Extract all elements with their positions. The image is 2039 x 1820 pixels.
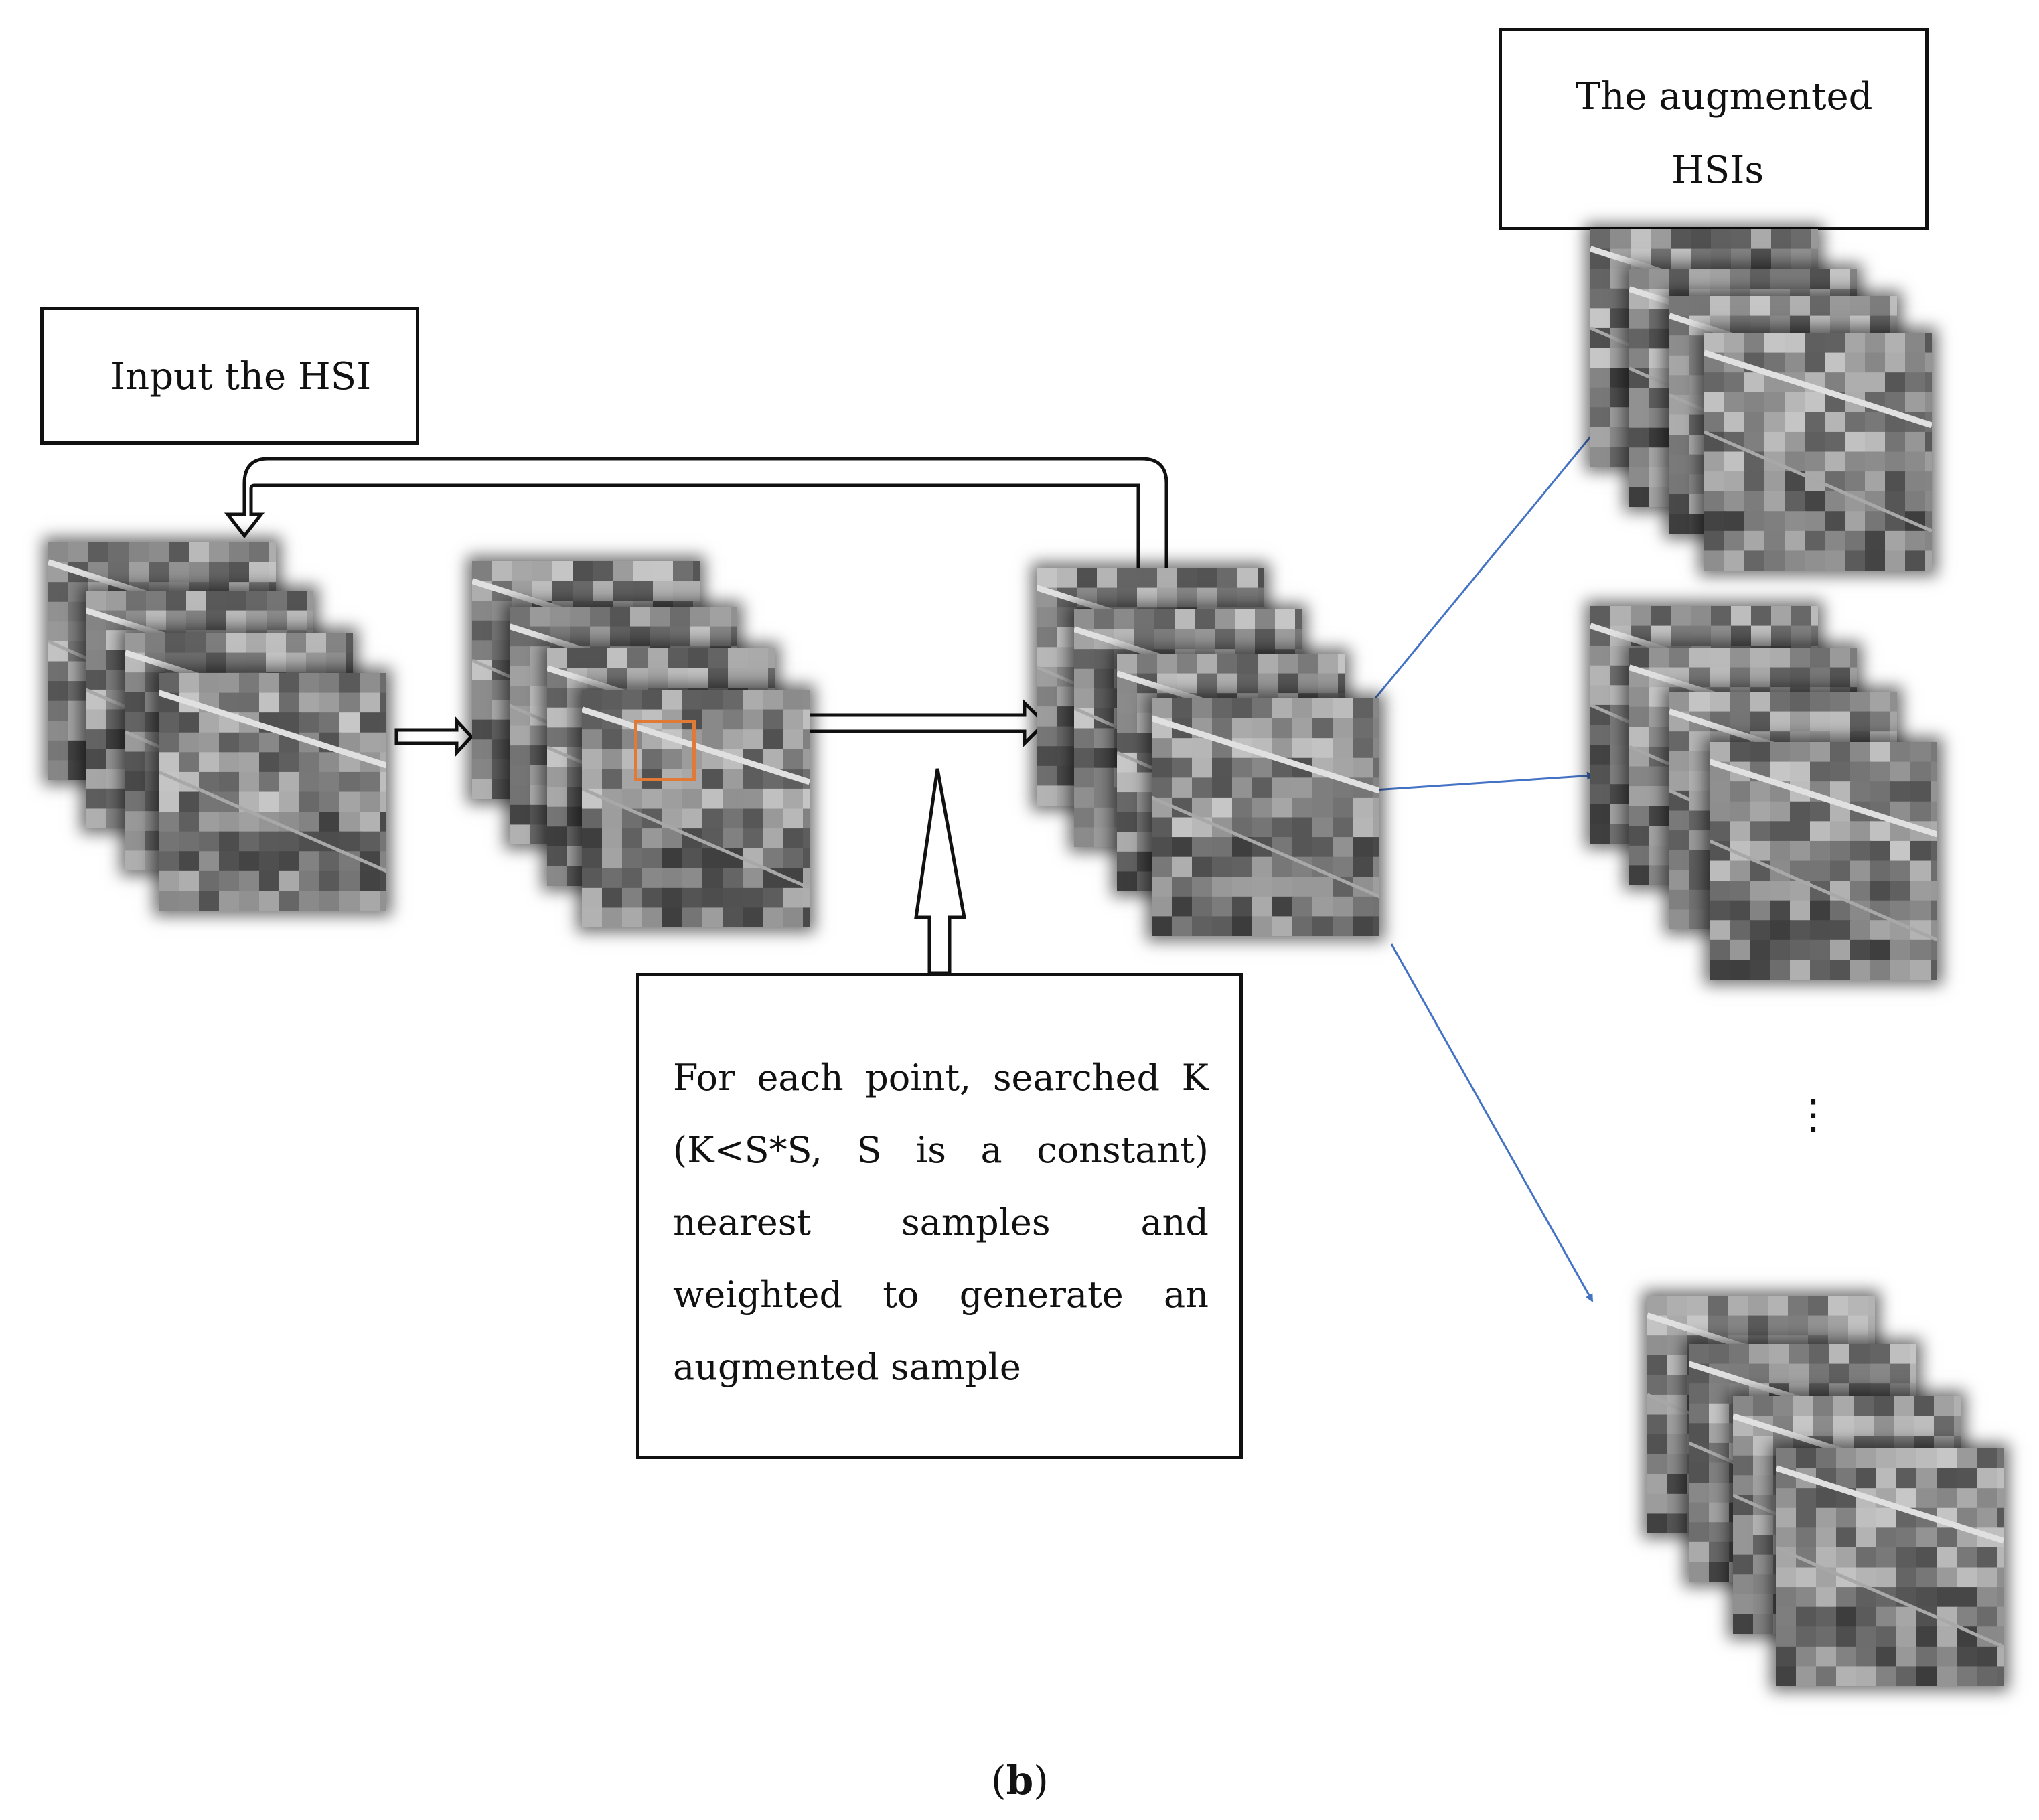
small-right-arrow [394,716,474,757]
hsi-texture [1710,742,1937,980]
hsi-texture [1704,333,1932,571]
hsi-band-image [1776,1448,2004,1686]
augmented-hsis-label-line1: The augmented [1576,75,1873,119]
caption-close-paren: ) [1033,1758,1049,1803]
blue-arrow-middle [1373,771,1595,791]
hsi-band-image [582,690,810,927]
loop-back-arrow [224,457,1168,573]
figure-caption: (b) [991,1758,1049,1803]
neighborhood-selection-box [634,720,696,781]
blue-arrow-bottom [1390,943,1594,1302]
blue-arrow-top [1373,415,1608,700]
more-outputs-ellipsis: ⋮ [1793,1091,1833,1138]
hsi-band-image [1152,698,1379,936]
long-right-arrow [804,698,1047,748]
hsi-texture [582,690,810,927]
caption-open-paren: ( [991,1758,1006,1803]
caption-letter: b [1006,1758,1034,1803]
hsi-band-image [1704,333,1932,571]
hsi-band-image [1710,742,1937,980]
hsi-band-image [159,673,386,911]
augmented-hsis-box: The augmented HSIs [1499,28,1929,230]
hsi-texture [159,673,386,911]
process-description-box: For each point, searched K (K<S*S, S is … [636,973,1243,1459]
input-hsi-label: Input the HSI [110,355,372,398]
input-hsi-box: Input the HSI [40,307,419,445]
hsi-texture [1776,1448,2004,1686]
augmented-hsis-label-line2: HSIs [1671,149,1764,192]
hsi-texture [1152,698,1379,936]
process-description-text: For each point, searched K (K<S*S, S is … [673,1057,1209,1388]
up-arrow [914,768,966,975]
